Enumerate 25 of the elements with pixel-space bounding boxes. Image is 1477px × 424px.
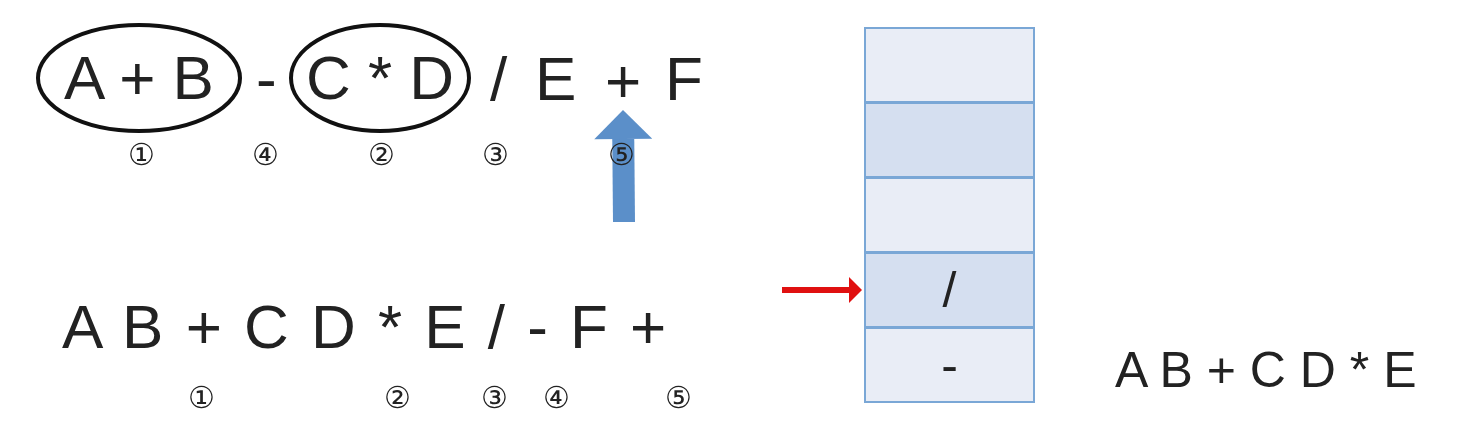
stack-cell (864, 102, 1035, 178)
stack-cell: / (864, 252, 1035, 328)
arrow (782, 277, 862, 303)
step-number: ③ (482, 140, 509, 170)
operand-letter: F (665, 48, 703, 110)
step-number: ③ (481, 383, 508, 413)
postfix-output: A B + C D * E (1115, 345, 1417, 395)
step-number: ② (368, 140, 395, 170)
operator-symbol: + (601, 50, 645, 108)
step-number: ② (384, 383, 411, 413)
step-number: ④ (252, 140, 279, 170)
stack-cell (864, 27, 1035, 103)
stack-cell (864, 177, 1035, 253)
step-number: ④ (543, 383, 570, 413)
arrow (594, 110, 653, 223)
circled-group: C * D (288, 22, 472, 134)
operand-letter: E (535, 48, 577, 110)
step-number: ⑤ (665, 383, 692, 413)
step-number: ① (128, 140, 155, 170)
postfix-expression: A B + C D * E / - F + (62, 296, 667, 358)
operator-symbol: / (490, 48, 508, 110)
circled-group: A + B (35, 22, 243, 134)
stack-cell: - (864, 327, 1035, 403)
step-number: ① (188, 383, 215, 413)
operator-symbol: - (256, 48, 277, 110)
